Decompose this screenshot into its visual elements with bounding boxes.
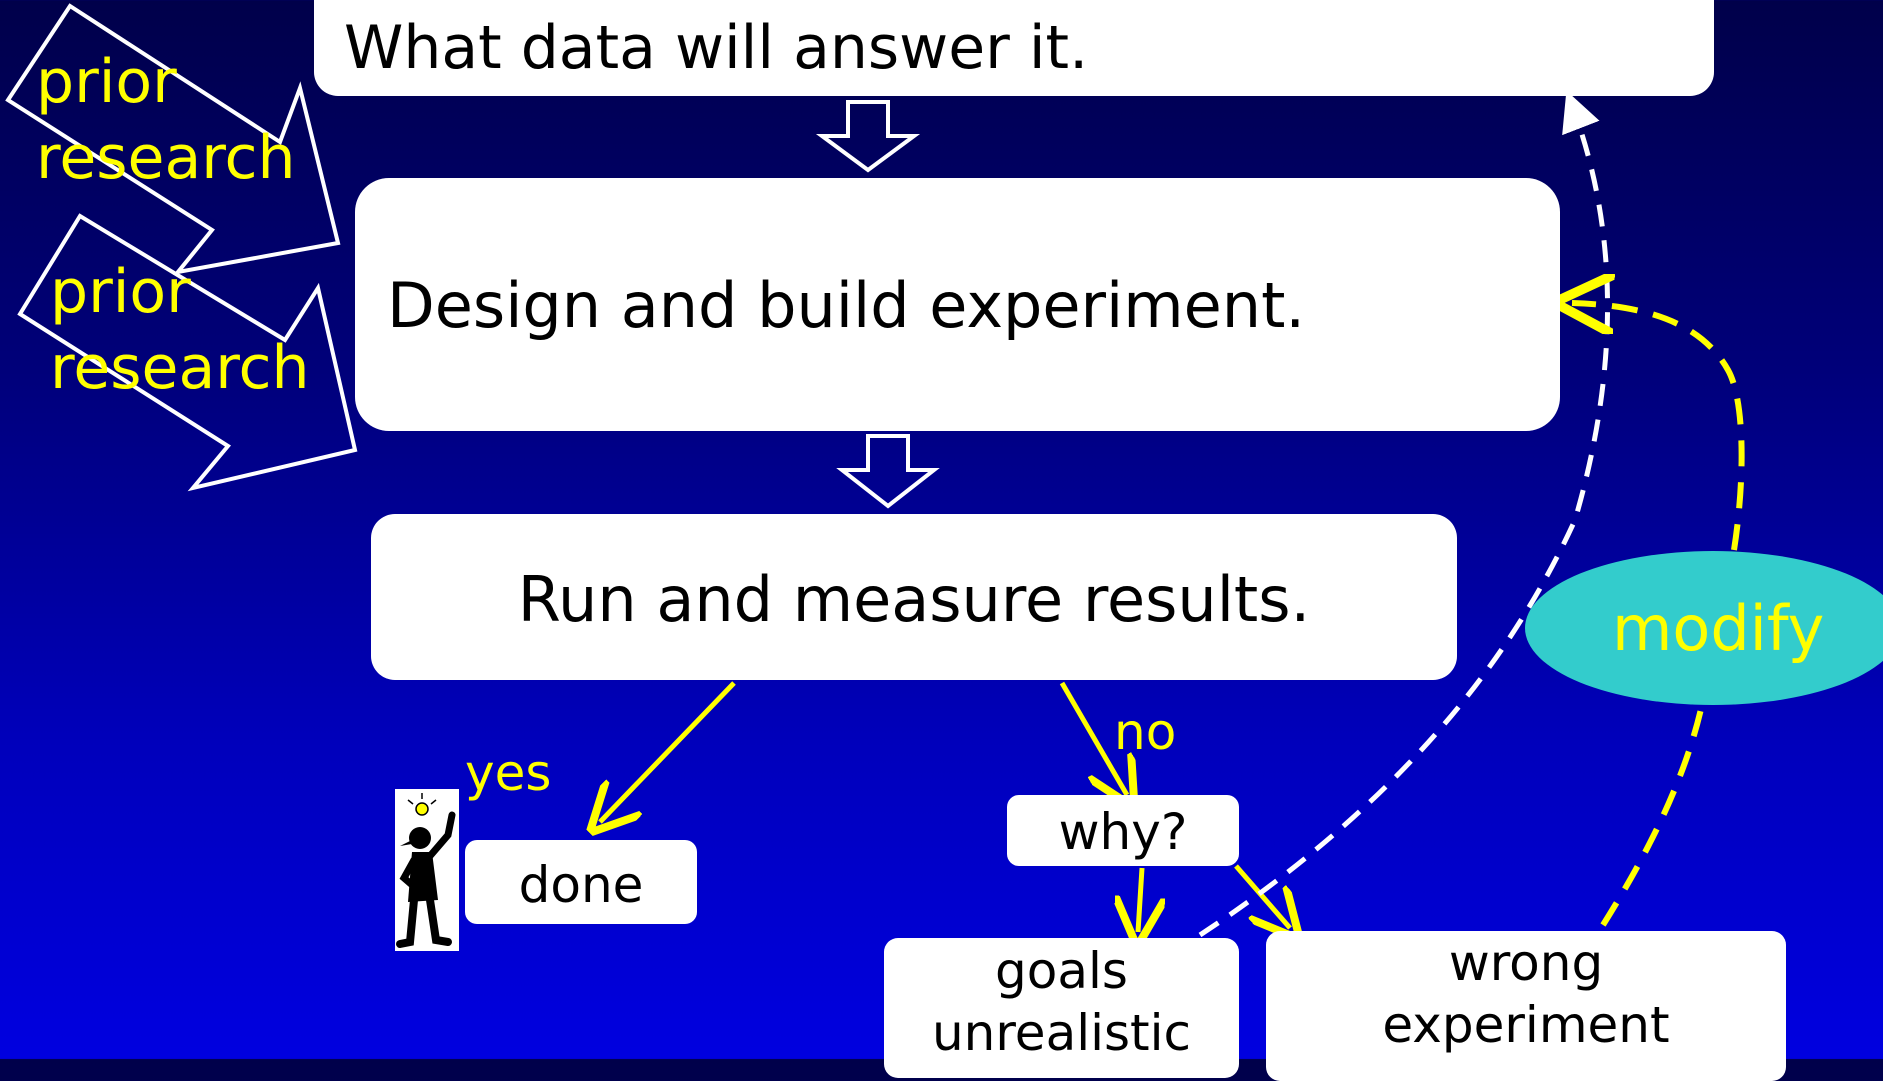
flow-arrow-down-2 (836, 434, 940, 509)
why-box: why? (1007, 795, 1239, 866)
step-design-label: Design and build experiment. (387, 269, 1306, 342)
prior-research-arrow-2 (17, 213, 358, 492)
step-data-label: What data will answer it. (344, 13, 1089, 83)
step-run-label: Run and measure results. (517, 563, 1311, 636)
wrong-arrow (1234, 864, 1290, 928)
why-label: why? (1058, 803, 1188, 861)
person-with-lightbulb-icon (395, 789, 459, 951)
diagram-connectors (5, 3, 1883, 951)
step-box-design: Design and build experiment. (355, 178, 1560, 431)
yes-arrow (600, 681, 736, 822)
prior-research-2-line1: prior (50, 257, 191, 327)
goals-arrow (1138, 867, 1142, 932)
goals-line1: goals (995, 942, 1128, 1000)
no-label: no (1114, 703, 1177, 761)
modify-feedback-dashed (1572, 303, 1745, 551)
goals-unrealistic-box: goals unrealistic (884, 938, 1239, 1078)
modify-ellipse (1525, 551, 1883, 705)
flow-arrow-down-1 (815, 100, 921, 173)
no-arrow (1059, 681, 1127, 795)
goals-feedback-dashed (1198, 90, 1611, 938)
prior-research-2-line2: research (50, 333, 310, 403)
modify-label: modify (1612, 592, 1825, 665)
wrong-feedback-dashed (1600, 689, 1708, 927)
wrong-line2: experiment (1382, 996, 1670, 1054)
prior-research-1-line2: research (36, 123, 296, 193)
wrong-line1: wrong (1448, 934, 1604, 992)
prior-research-1-line1: prior (36, 47, 177, 117)
step-box-run: Run and measure results. (371, 514, 1457, 680)
wrong-experiment-box: wrong experiment (1266, 931, 1786, 1081)
yes-label: yes (465, 744, 552, 802)
goals-line2: unrealistic (931, 1004, 1192, 1062)
prior-research-arrow-1 (5, 3, 341, 275)
done-box: done (465, 840, 697, 924)
step-box-data: What data will answer it. (314, 0, 1714, 96)
done-label: done (518, 856, 644, 914)
